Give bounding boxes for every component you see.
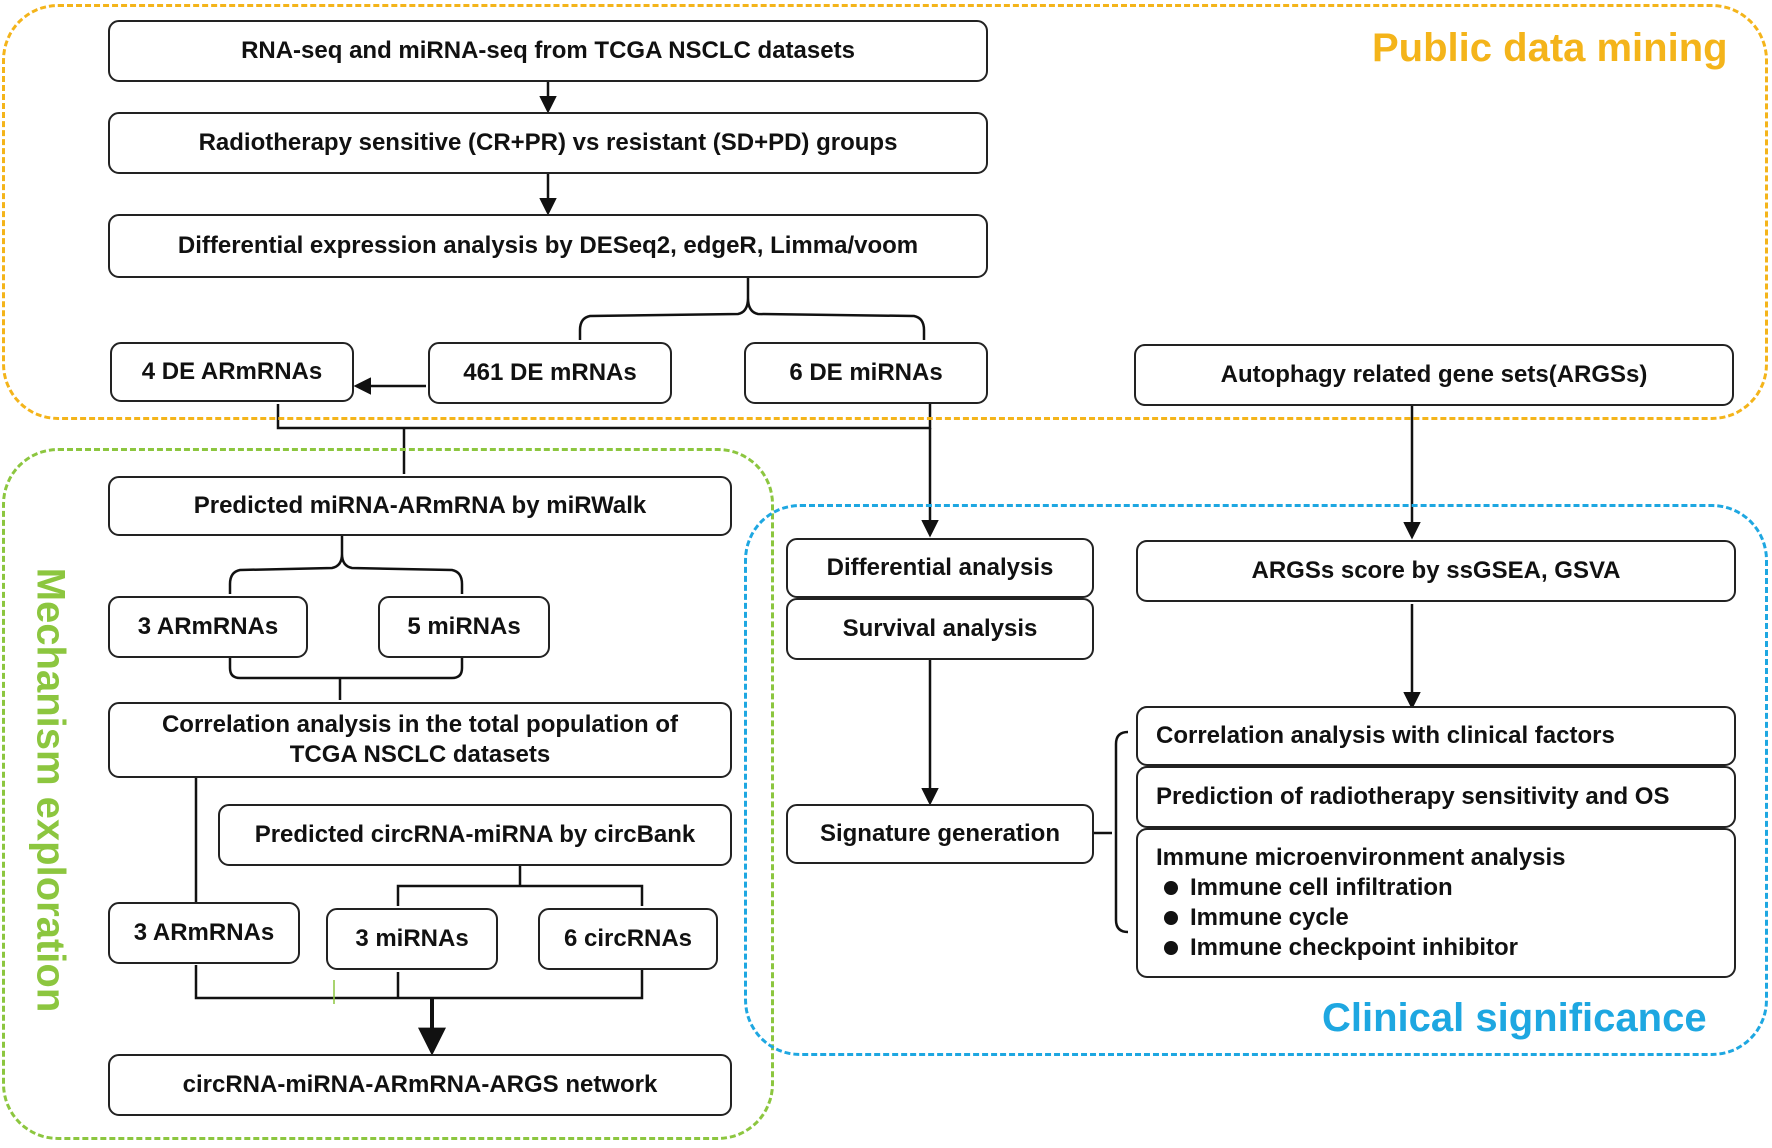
box-de-mrnas: 461 DE mRNAs bbox=[428, 342, 672, 404]
region-clinical-significance bbox=[744, 504, 1768, 1056]
box-rnaseq: RNA-seq and miRNA-seq from TCGA NSCLC da… bbox=[108, 20, 988, 82]
merge-line-armrnas-mirnas bbox=[276, 404, 932, 430]
bullet-icon bbox=[1164, 941, 1178, 955]
box-survival: Survival analysis bbox=[786, 598, 1094, 660]
box-armrnas-3a: 3 ARmRNAs bbox=[108, 596, 308, 658]
immune-item-label: Immune cell infiltration bbox=[1190, 874, 1453, 901]
brace-de-analysis-split bbox=[578, 278, 926, 340]
bullet-icon bbox=[1164, 881, 1178, 895]
region-title-clinical: Clinical significance bbox=[1322, 996, 1707, 1040]
box-prediction: Prediction of radiotherapy sensitivity a… bbox=[1136, 766, 1736, 828]
immune-item-label: Immune checkpoint inhibitor bbox=[1190, 934, 1519, 961]
region-public-data-mining bbox=[2, 4, 1768, 420]
box-mirnas-5: 5 miRNAs bbox=[378, 596, 550, 658]
box-mirnas-3: 3 miRNAs bbox=[326, 908, 498, 970]
region-title-public: Public data mining bbox=[1372, 26, 1728, 70]
box-circrnas-6: 6 circRNAs bbox=[538, 908, 718, 970]
immune-title: Immune microenvironment analysis bbox=[1156, 844, 1566, 871]
immune-item: Immune checkpoint inhibitor bbox=[1164, 933, 1518, 963]
immune-item: Immune cell infiltration bbox=[1164, 873, 1453, 903]
correlation-total-line1: Correlation analysis in the total popula… bbox=[161, 711, 679, 738]
box-groups: Radiotherapy sensitive (CR+PR) vs resist… bbox=[108, 112, 988, 174]
box-differential: Differential analysis bbox=[786, 538, 1094, 598]
box-signature: Signature generation bbox=[786, 804, 1094, 864]
box-de-mirnas: 6 DE miRNAs bbox=[744, 342, 988, 404]
immune-item-label: Immune cycle bbox=[1190, 904, 1349, 931]
box-mirwalk: Predicted miRNA-ARmRNA by miRWalk bbox=[108, 476, 732, 536]
correlation-total-line2: TCGA NSCLC datasets bbox=[289, 741, 551, 768]
box-network: circRNA-miRNA-ARmRNA-ARGS network bbox=[108, 1054, 732, 1116]
box-corr-clinical: Correlation analysis with clinical facto… bbox=[1136, 706, 1736, 766]
box-argss: Autophagy related gene sets(ARGSs) bbox=[1134, 344, 1734, 406]
region-mechanism-exploration bbox=[2, 448, 774, 1140]
brace-mirwalk-split bbox=[228, 536, 464, 594]
bullet-icon bbox=[1164, 911, 1178, 925]
box-argss-score: ARGSs score by ssGSEA, GSVA bbox=[1136, 540, 1736, 602]
brace-signature-outcomes bbox=[1092, 730, 1129, 934]
merge-to-network bbox=[194, 965, 644, 1000]
brace-circbank-split bbox=[396, 866, 644, 906]
box-de-armrnas: 4 DE ARmRNAs bbox=[110, 342, 354, 402]
immune-item: Immune cycle bbox=[1164, 903, 1349, 933]
brace-merge-to-correlation bbox=[228, 658, 464, 700]
box-armrnas-3b: 3 ARmRNAs bbox=[108, 902, 300, 964]
box-de-analysis: Differential expression analysis by DESe… bbox=[108, 214, 988, 278]
box-correlation-total: Correlation analysis in the total popula… bbox=[108, 702, 732, 778]
box-immune: Immune microenvironment analysis Immune … bbox=[1136, 828, 1736, 978]
region-title-mechanism: Mechanism exploration bbox=[28, 567, 73, 1013]
box-circbank: Predicted circRNA-miRNA by circBank bbox=[218, 804, 732, 866]
